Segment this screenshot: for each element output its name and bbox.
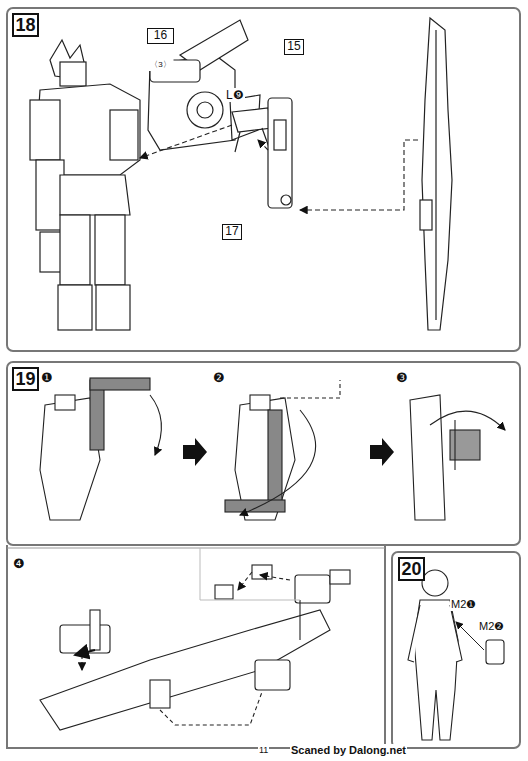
label: 11	[258, 745, 269, 755]
step-number: 19	[12, 367, 39, 391]
label: M2❶	[450, 598, 477, 611]
label: Scaned by Dalong.net	[290, 744, 407, 756]
part-number: 16〈3〉	[147, 28, 174, 44]
label: M2❷	[478, 620, 505, 633]
part-number: 15	[284, 39, 304, 55]
callout-number: 19	[14, 369, 37, 389]
label: ❶	[40, 370, 54, 385]
callout-number: 16	[148, 29, 173, 42]
label: ❷	[212, 370, 226, 385]
quantity-note: 〈3〉	[148, 58, 173, 71]
step-number: 18	[12, 13, 39, 37]
label: ❹	[12, 556, 26, 571]
callout-number: 17	[223, 225, 241, 238]
callout-number: 18	[14, 15, 37, 35]
label: L❾	[225, 88, 245, 102]
label: ❸	[395, 370, 409, 385]
callout-number: 20	[400, 559, 423, 579]
part-number: 17	[222, 224, 242, 240]
step-number: 20	[398, 557, 425, 581]
callout-number: 15	[285, 40, 303, 53]
